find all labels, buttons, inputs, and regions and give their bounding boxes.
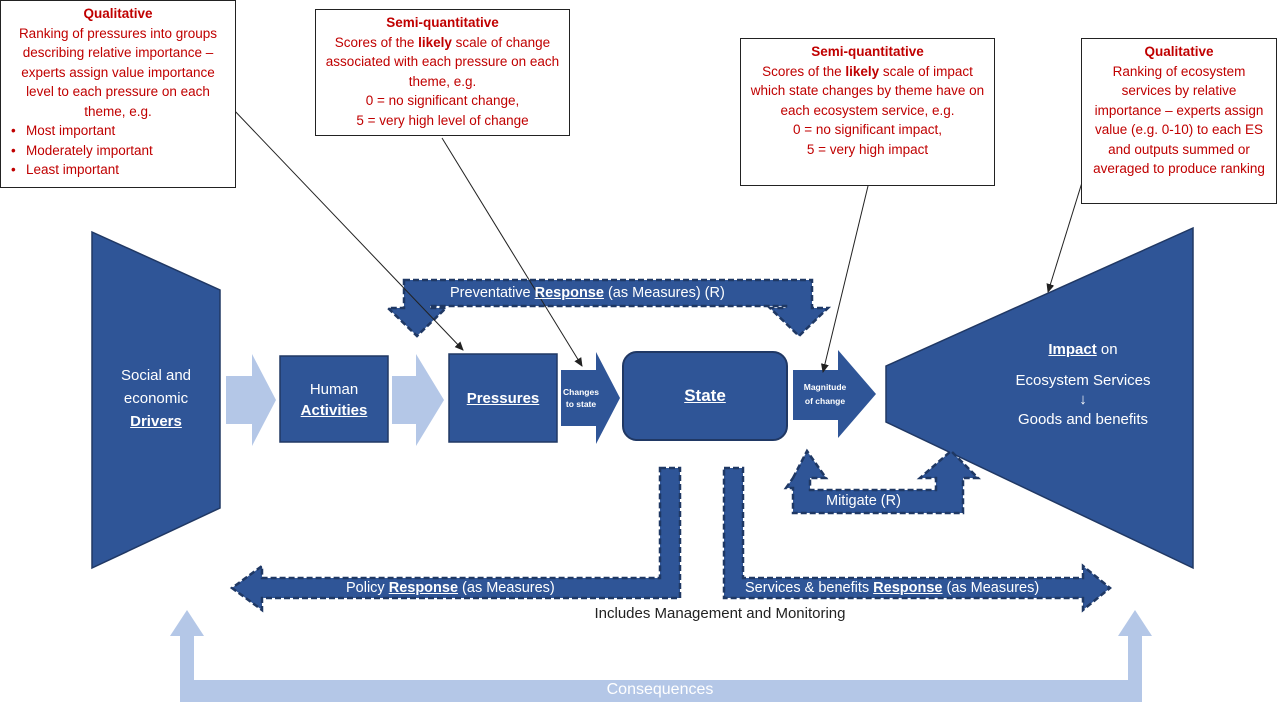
policy-response-arrow	[229, 466, 682, 613]
list-item: Least important	[11, 160, 230, 180]
callout-text: Ranking of pressures into groups describ…	[18, 25, 218, 119]
magnitude-arrow	[793, 350, 876, 438]
drivers-label: Social and economic Drivers	[120, 367, 192, 430]
state-label: State	[684, 386, 726, 405]
chevron-arrow-1	[226, 354, 276, 446]
callout-qualitative-services: Qualitative Ranking of ecosystem service…	[1081, 38, 1277, 204]
pressures-label: Pressures	[466, 390, 540, 407]
down-arrow-icon: ↓	[1079, 391, 1087, 408]
leader-line-2	[441, 137, 583, 367]
services-response-label: Services & benefits Response (as Measure…	[745, 580, 1040, 596]
state-box	[622, 351, 788, 441]
score-five: 5 = very high level of change	[356, 112, 529, 128]
changes-to-state-arrow	[561, 352, 620, 444]
changes-to-state-label: Changes to state	[563, 387, 599, 409]
callout-qualitative-pressures: Qualitative Ranking of pressures into gr…	[0, 0, 236, 188]
services-response-arrow	[722, 466, 1112, 613]
drivers-shape	[91, 230, 221, 570]
preventative-response-label: Preventative Response (as Measures) (R)	[450, 285, 725, 301]
consequences-arrow	[170, 610, 1152, 702]
pressures-box	[448, 353, 558, 443]
leader-line-1	[231, 107, 464, 351]
score-zero: 0 = no significant change,	[365, 93, 520, 108]
chevron-arrow-2	[392, 354, 444, 446]
callout-text: Scores of the likely scale of impact whi…	[750, 63, 985, 118]
importance-list: Most important Moderately important Leas…	[6, 121, 230, 180]
leader-line-3	[820, 185, 869, 373]
callout-title: Qualitative	[83, 6, 153, 21]
mitigate-arrow	[783, 448, 982, 515]
callout-text: Ranking of ecosystem services by relativ…	[1093, 63, 1265, 177]
list-item: Moderately important	[11, 141, 230, 161]
human-activities-label: Human Activities	[300, 381, 368, 419]
score-five: 5 = very high impact	[806, 141, 929, 157]
list-item: Most important	[11, 121, 230, 141]
mitigate-label: Mitigate (R)	[826, 493, 901, 509]
consequences-label: Consequences	[606, 681, 714, 698]
impact-shape	[885, 226, 1194, 570]
callout-text: Scores of the likely scale of change ass…	[325, 34, 560, 89]
impact-label: Impact on Ecosystem Services ↓ Goods and…	[990, 338, 1176, 431]
callout-title: Qualitative	[1144, 44, 1214, 59]
includes-management-label: Includes Management and Monitoring	[594, 605, 846, 622]
score-zero: 0 = no significant impact,	[793, 122, 942, 137]
callout-title: Semi-quantitative	[811, 44, 924, 59]
magnitude-label: Magnitude of change	[803, 382, 847, 406]
callout-semi-quantitative-change: Semi-quantitative Scores of the likely s…	[315, 9, 570, 136]
callout-title: Semi-quantitative	[386, 15, 499, 30]
policy-response-label: Policy Response (as Measures)	[346, 580, 555, 596]
human-activities-box	[279, 355, 389, 443]
preventative-response-arrow	[384, 278, 832, 338]
callout-semi-quantitative-impact: Semi-quantitative Scores of the likely s…	[740, 38, 995, 186]
